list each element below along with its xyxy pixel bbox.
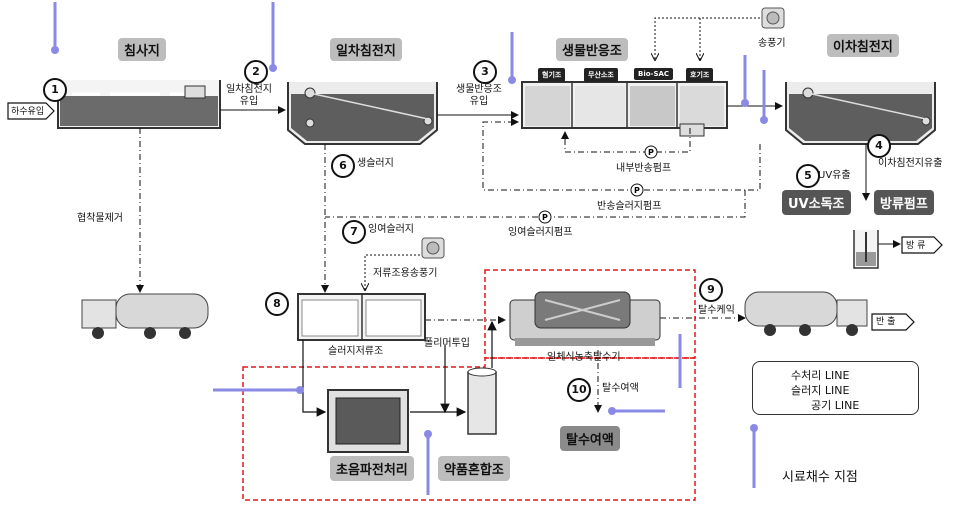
compartment-aerobic: 호기조 <box>686 68 714 82</box>
primary-clarifier-tank <box>287 82 438 145</box>
compartment-bio-sac: Bio-SAC <box>634 68 674 80</box>
sampling-marker <box>213 386 304 394</box>
legend: 수처리 LINE 슬러지 LINE 공기 LINE <box>752 361 919 415</box>
header-secondary-clarifier: 이차침전지 <box>827 34 899 57</box>
filtrate-label: 탈수여액 <box>602 383 639 394</box>
return-pump-label: 반송슬러지펌프 <box>597 201 662 212</box>
ultrasonic-box: 초음파전처리 <box>330 456 414 481</box>
sampling-marker <box>508 32 516 84</box>
bio-inflow-label: 생물반응조 유입 <box>456 84 502 107</box>
air-lines <box>365 17 760 290</box>
svg-text:P: P <box>648 148 654 157</box>
header-grit-chamber: 침사지 <box>118 38 166 61</box>
cake-truck <box>744 291 868 336</box>
polymer-label: 폴리머투입 <box>424 338 470 349</box>
sampling-marker <box>750 424 758 488</box>
inflow-label: 하수유입 <box>11 107 45 117</box>
svg-text:P: P <box>634 186 640 195</box>
uv-disinfection-box: UV소독조 <box>782 190 851 215</box>
sampling-marker <box>608 407 665 415</box>
step-8: 8 <box>265 292 289 316</box>
header-bioreactor: 생물반응조 <box>556 38 628 61</box>
ultrasonic-unit <box>327 389 409 453</box>
sampling-marker <box>760 70 768 124</box>
step-1: 1 <box>43 78 67 102</box>
legend-water: 수처리 LINE <box>791 369 850 382</box>
carry-out-tag <box>871 313 915 331</box>
chem-mixing-box: 약품혼합조 <box>438 456 510 481</box>
discharge-pump-tank <box>853 230 879 269</box>
excess-pump-label: 잉여슬러지펌프 <box>508 227 573 238</box>
discharge-tag <box>901 236 943 254</box>
step-10: 10 <box>567 378 591 402</box>
step-4: 4 <box>867 134 891 158</box>
step-2: 2 <box>244 60 268 84</box>
secondary-clarifier-tank <box>785 82 936 145</box>
dewatering-machine <box>509 291 661 346</box>
chemical-mixing-tank <box>467 367 497 435</box>
discharge-pump-box: 방류펌프 <box>874 190 934 215</box>
discharge-label: 방 류 <box>906 241 926 251</box>
step-3: 3 <box>473 60 497 84</box>
step-9: 9 <box>699 278 723 302</box>
primary-inflow-label: 일차침전지 유입 <box>226 84 272 107</box>
compartment-anoxic: 무산소조 <box>584 68 618 82</box>
step-7: 7 <box>342 220 366 244</box>
sampling-marker <box>741 55 749 107</box>
sampling-point-legend: 시료채수 지점 <box>782 470 858 485</box>
header-primary-clarifier: 일차침전지 <box>330 38 402 61</box>
blower-icon <box>761 7 785 29</box>
bioreactor-tank <box>521 81 728 137</box>
svg-text:P: P <box>542 213 548 222</box>
carry-out-label: 반 출 <box>876 317 896 327</box>
secondary-outflow-label: 이차침전지유출 <box>878 158 943 169</box>
dewater-cake-label: 탈수케익 <box>698 305 735 316</box>
grit-removal-label: 협착물제거 <box>77 213 123 224</box>
inflow-tag <box>7 102 55 120</box>
grit-chamber-tank <box>57 80 221 129</box>
sludge-storage-tank <box>297 293 426 341</box>
pretreatment-lines <box>302 320 497 417</box>
blower-label: 송풍기 <box>758 38 786 49</box>
legend-sludge: 슬러지 LINE <box>791 384 850 397</box>
grit-truck <box>81 293 209 339</box>
sampling-marker <box>269 2 277 72</box>
filtrate-tank-box: 탈수여액 <box>560 426 620 451</box>
step-6: 6 <box>331 154 355 178</box>
sludge-lines <box>136 118 761 413</box>
step-5: 5 <box>796 164 820 188</box>
compartment-anaerobic: 혐기조 <box>538 68 566 82</box>
highlight-region-pretreatment <box>242 357 696 501</box>
sludge-storage-label: 슬러지저류조 <box>328 346 384 357</box>
sampling-marker <box>424 430 432 495</box>
raw-sludge-label: 생슬러지 <box>357 158 394 169</box>
water-flow-lines <box>220 102 901 248</box>
legend-air: 공기 LINE <box>811 399 860 412</box>
excess-sludge-label: 잉여슬러지 <box>368 224 414 235</box>
pump-icons: P P P <box>538 145 658 224</box>
uv-outflow-label: UV유출 <box>818 170 851 181</box>
dewater-machine-label: 일체식농축탈수기 <box>547 352 621 363</box>
internal-pump-label: 내부반송펌프 <box>616 163 672 174</box>
storage-blower-label: 저류조용송풍기 <box>373 268 438 279</box>
sampling-marker <box>51 2 59 54</box>
storage-blower-icon <box>421 237 445 259</box>
